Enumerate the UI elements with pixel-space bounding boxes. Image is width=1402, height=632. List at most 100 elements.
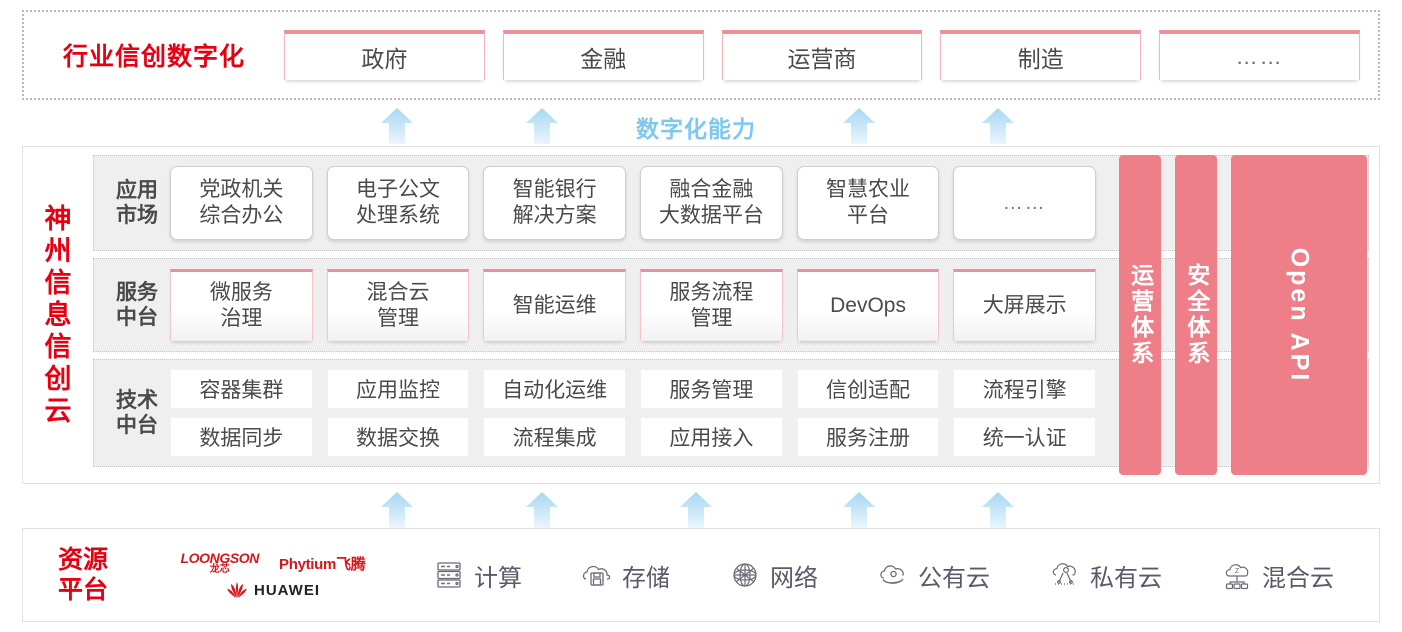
row-label-service-platform: 服务 中台 bbox=[116, 280, 158, 329]
industry-band: 行业信创数字化 政府 金融 运营商 制造 …… bbox=[22, 10, 1380, 100]
pillar-operations-system[interactable]: 运营体系 bbox=[1119, 155, 1162, 475]
resource-item-label: 存储 bbox=[622, 564, 670, 592]
service-card-microservice-governance[interactable]: 微服务治理 bbox=[170, 269, 313, 341]
tech-card-process-engine[interactable]: 流程引擎 bbox=[953, 369, 1097, 409]
app-card-smart-bank[interactable]: 智能银行解决方案 bbox=[483, 166, 627, 240]
huawei-logo: HUAWEI bbox=[226, 581, 320, 599]
svg-text:Z: Z bbox=[1235, 568, 1240, 575]
resource-item-public-cloud[interactable]: 公有云 bbox=[876, 558, 990, 593]
pillar-security-system[interactable]: 安全体系 bbox=[1175, 155, 1218, 475]
resource-item-private-cloud[interactable]: 私有云 bbox=[1048, 558, 1162, 593]
cloud-title-char: 创 bbox=[44, 363, 72, 394]
service-card-list: 微服务治理 混合云管理 智能运维 服务流程管理 DevOps 大屏展示 bbox=[170, 269, 1358, 341]
pillar-open-api[interactable]: Open API bbox=[1231, 155, 1367, 475]
cloud-title-char: 信 bbox=[44, 331, 72, 362]
network-mesh-icon bbox=[728, 558, 762, 592]
cloud-title-char: 信 bbox=[44, 268, 72, 299]
resource-item-label: 混合云 bbox=[1262, 564, 1334, 592]
cloud-title-char: 息 bbox=[44, 300, 72, 331]
up-arrow-icon bbox=[836, 106, 882, 146]
resource-arrow-row bbox=[0, 488, 1402, 530]
service-card-service-process-mgmt[interactable]: 服务流程管理 bbox=[640, 269, 783, 341]
resource-item-storage[interactable]: 存储 bbox=[580, 558, 670, 593]
vendor-logo-row: HUAWEI bbox=[226, 581, 320, 599]
up-arrow-icon bbox=[519, 490, 565, 530]
service-card-devops[interactable]: DevOps bbox=[796, 269, 940, 341]
cloud-panel-title: 神 州 信 息 信 创 云 bbox=[23, 147, 93, 483]
cloud-title-char: 州 bbox=[44, 236, 72, 267]
tech-card-service-registry[interactable]: 服务注册 bbox=[796, 417, 940, 457]
pillar-label: 运营体系 bbox=[1127, 263, 1154, 367]
loongson-logo-text: LOONGSON bbox=[180, 550, 260, 566]
service-card-dashboard[interactable]: 大屏展示 bbox=[953, 269, 1097, 341]
up-arrow-icon bbox=[374, 490, 420, 530]
resource-item-label: 私有云 bbox=[1090, 564, 1162, 592]
industry-card-manufacturing[interactable]: 制造 bbox=[940, 30, 1142, 80]
app-card-finance-bigdata[interactable]: 融合金融大数据平台 bbox=[640, 166, 783, 240]
application-card-list: 党政机关综合办公 电子公文处理系统 智能银行解决方案 融合金融大数据平台 智慧农… bbox=[170, 166, 1358, 240]
private-cloud-icon bbox=[1048, 558, 1082, 592]
huawei-logo-text: HUAWEI bbox=[254, 581, 320, 599]
resource-item-label: 网络 bbox=[770, 564, 818, 592]
row-label-application-market: 应用 市场 bbox=[116, 178, 158, 227]
tech-card-data-sync[interactable]: 数据同步 bbox=[170, 417, 313, 457]
technology-card-grid: 容器集群 应用监控 自动化运维 服务管理 信创适配 流程引擎 数据同步 数据交换… bbox=[170, 369, 1358, 457]
pillar-group: 运营体系 安全体系 Open API bbox=[1119, 155, 1367, 475]
tech-card-xinchuang-adaptation[interactable]: 信创适配 bbox=[796, 369, 940, 409]
row-label-technology-platform: 技术 中台 bbox=[116, 388, 158, 437]
public-cloud-icon bbox=[876, 558, 910, 592]
up-arrow-icon bbox=[374, 106, 420, 146]
vendor-logo-group: LOONGSON 龙芯 Phytium飞腾 bbox=[143, 551, 403, 599]
resource-item-hybrid-cloud[interactable]: Z 混合云 bbox=[1220, 558, 1334, 593]
tech-card-automated-ops[interactable]: 自动化运维 bbox=[483, 369, 627, 409]
technology-card-row: 容器集群 应用监控 自动化运维 服务管理 信创适配 流程引擎 bbox=[170, 369, 1097, 409]
pillar-label: 安全体系 bbox=[1183, 263, 1210, 367]
cloud-storage-icon bbox=[580, 558, 614, 592]
industry-card-more[interactable]: …… bbox=[1159, 30, 1360, 80]
loongson-logo: LOONGSON 龙芯 bbox=[180, 550, 260, 575]
capability-arrow-row: 数字化能力 bbox=[0, 104, 1402, 146]
tech-card-app-monitoring[interactable]: 应用监控 bbox=[326, 369, 470, 409]
tech-card-container-cluster[interactable]: 容器集群 bbox=[170, 369, 313, 409]
industry-card-finance[interactable]: 金融 bbox=[502, 30, 704, 80]
up-arrow-icon bbox=[975, 106, 1021, 146]
resource-item-network[interactable]: 网络 bbox=[728, 558, 818, 593]
industry-band-title: 行业信创数字化 bbox=[62, 43, 245, 71]
technology-card-row: 数据同步 数据交换 流程集成 应用接入 服务注册 统一认证 bbox=[170, 417, 1097, 457]
tech-card-process-integration[interactable]: 流程集成 bbox=[483, 417, 627, 457]
up-arrow-icon bbox=[975, 490, 1021, 530]
resource-item-label: 公有云 bbox=[918, 564, 990, 592]
cloud-panel: 神 州 信 息 信 创 云 应用 市场 党政机关综合办公 电子公文处 bbox=[22, 146, 1380, 484]
phytium-logo: Phytium飞腾 bbox=[279, 555, 366, 573]
resource-panel: 资源 平台 LOONGSON 龙芯 Phytium飞腾 bbox=[22, 528, 1380, 622]
resource-panel-title: 资源 平台 bbox=[57, 545, 108, 605]
service-card-intelligent-ops[interactable]: 智能运维 bbox=[483, 269, 627, 341]
app-card-smart-agriculture[interactable]: 智慧农业平台 bbox=[796, 166, 940, 240]
resource-item-list: 计算 存储 bbox=[403, 558, 1379, 593]
tech-card-unified-auth[interactable]: 统一认证 bbox=[953, 417, 1097, 457]
up-arrow-icon bbox=[836, 490, 882, 530]
tech-card-data-exchange[interactable]: 数据交换 bbox=[326, 417, 470, 457]
cloud-title-char: 云 bbox=[44, 395, 72, 426]
huawei-flower-icon bbox=[226, 581, 248, 599]
service-card-hybrid-cloud-mgmt[interactable]: 混合云管理 bbox=[326, 269, 470, 341]
vendor-logo-row: LOONGSON 龙芯 Phytium飞腾 bbox=[181, 551, 366, 575]
up-arrow-icon bbox=[673, 490, 719, 530]
industry-card-list: 政府 金融 运营商 制造 …… bbox=[284, 30, 1378, 80]
hybrid-cloud-icon: Z bbox=[1220, 558, 1254, 592]
resource-item-compute[interactable]: 计算 bbox=[432, 558, 522, 593]
industry-card-government[interactable]: 政府 bbox=[284, 30, 485, 80]
cloud-panel-body: 应用 市场 党政机关综合办公 电子公文处理系统 智能银行解决方案 融合金融大数据… bbox=[93, 147, 1379, 483]
up-arrow-icon bbox=[519, 106, 565, 146]
tech-card-service-mgmt[interactable]: 服务管理 bbox=[640, 369, 783, 409]
resource-item-label: 计算 bbox=[474, 564, 522, 592]
tech-card-app-access[interactable]: 应用接入 bbox=[640, 417, 783, 457]
industry-card-telecom[interactable]: 运营商 bbox=[721, 30, 923, 80]
app-card-gov-office[interactable]: 党政机关综合办公 bbox=[170, 166, 313, 240]
loongson-logo-subtext: 龙芯 bbox=[209, 564, 230, 575]
cloud-title-char: 神 bbox=[44, 204, 72, 235]
app-card-edoc-system[interactable]: 电子公文处理系统 bbox=[326, 166, 470, 240]
app-card-more[interactable]: …… bbox=[953, 166, 1097, 240]
pillar-label: Open API bbox=[1285, 247, 1314, 383]
